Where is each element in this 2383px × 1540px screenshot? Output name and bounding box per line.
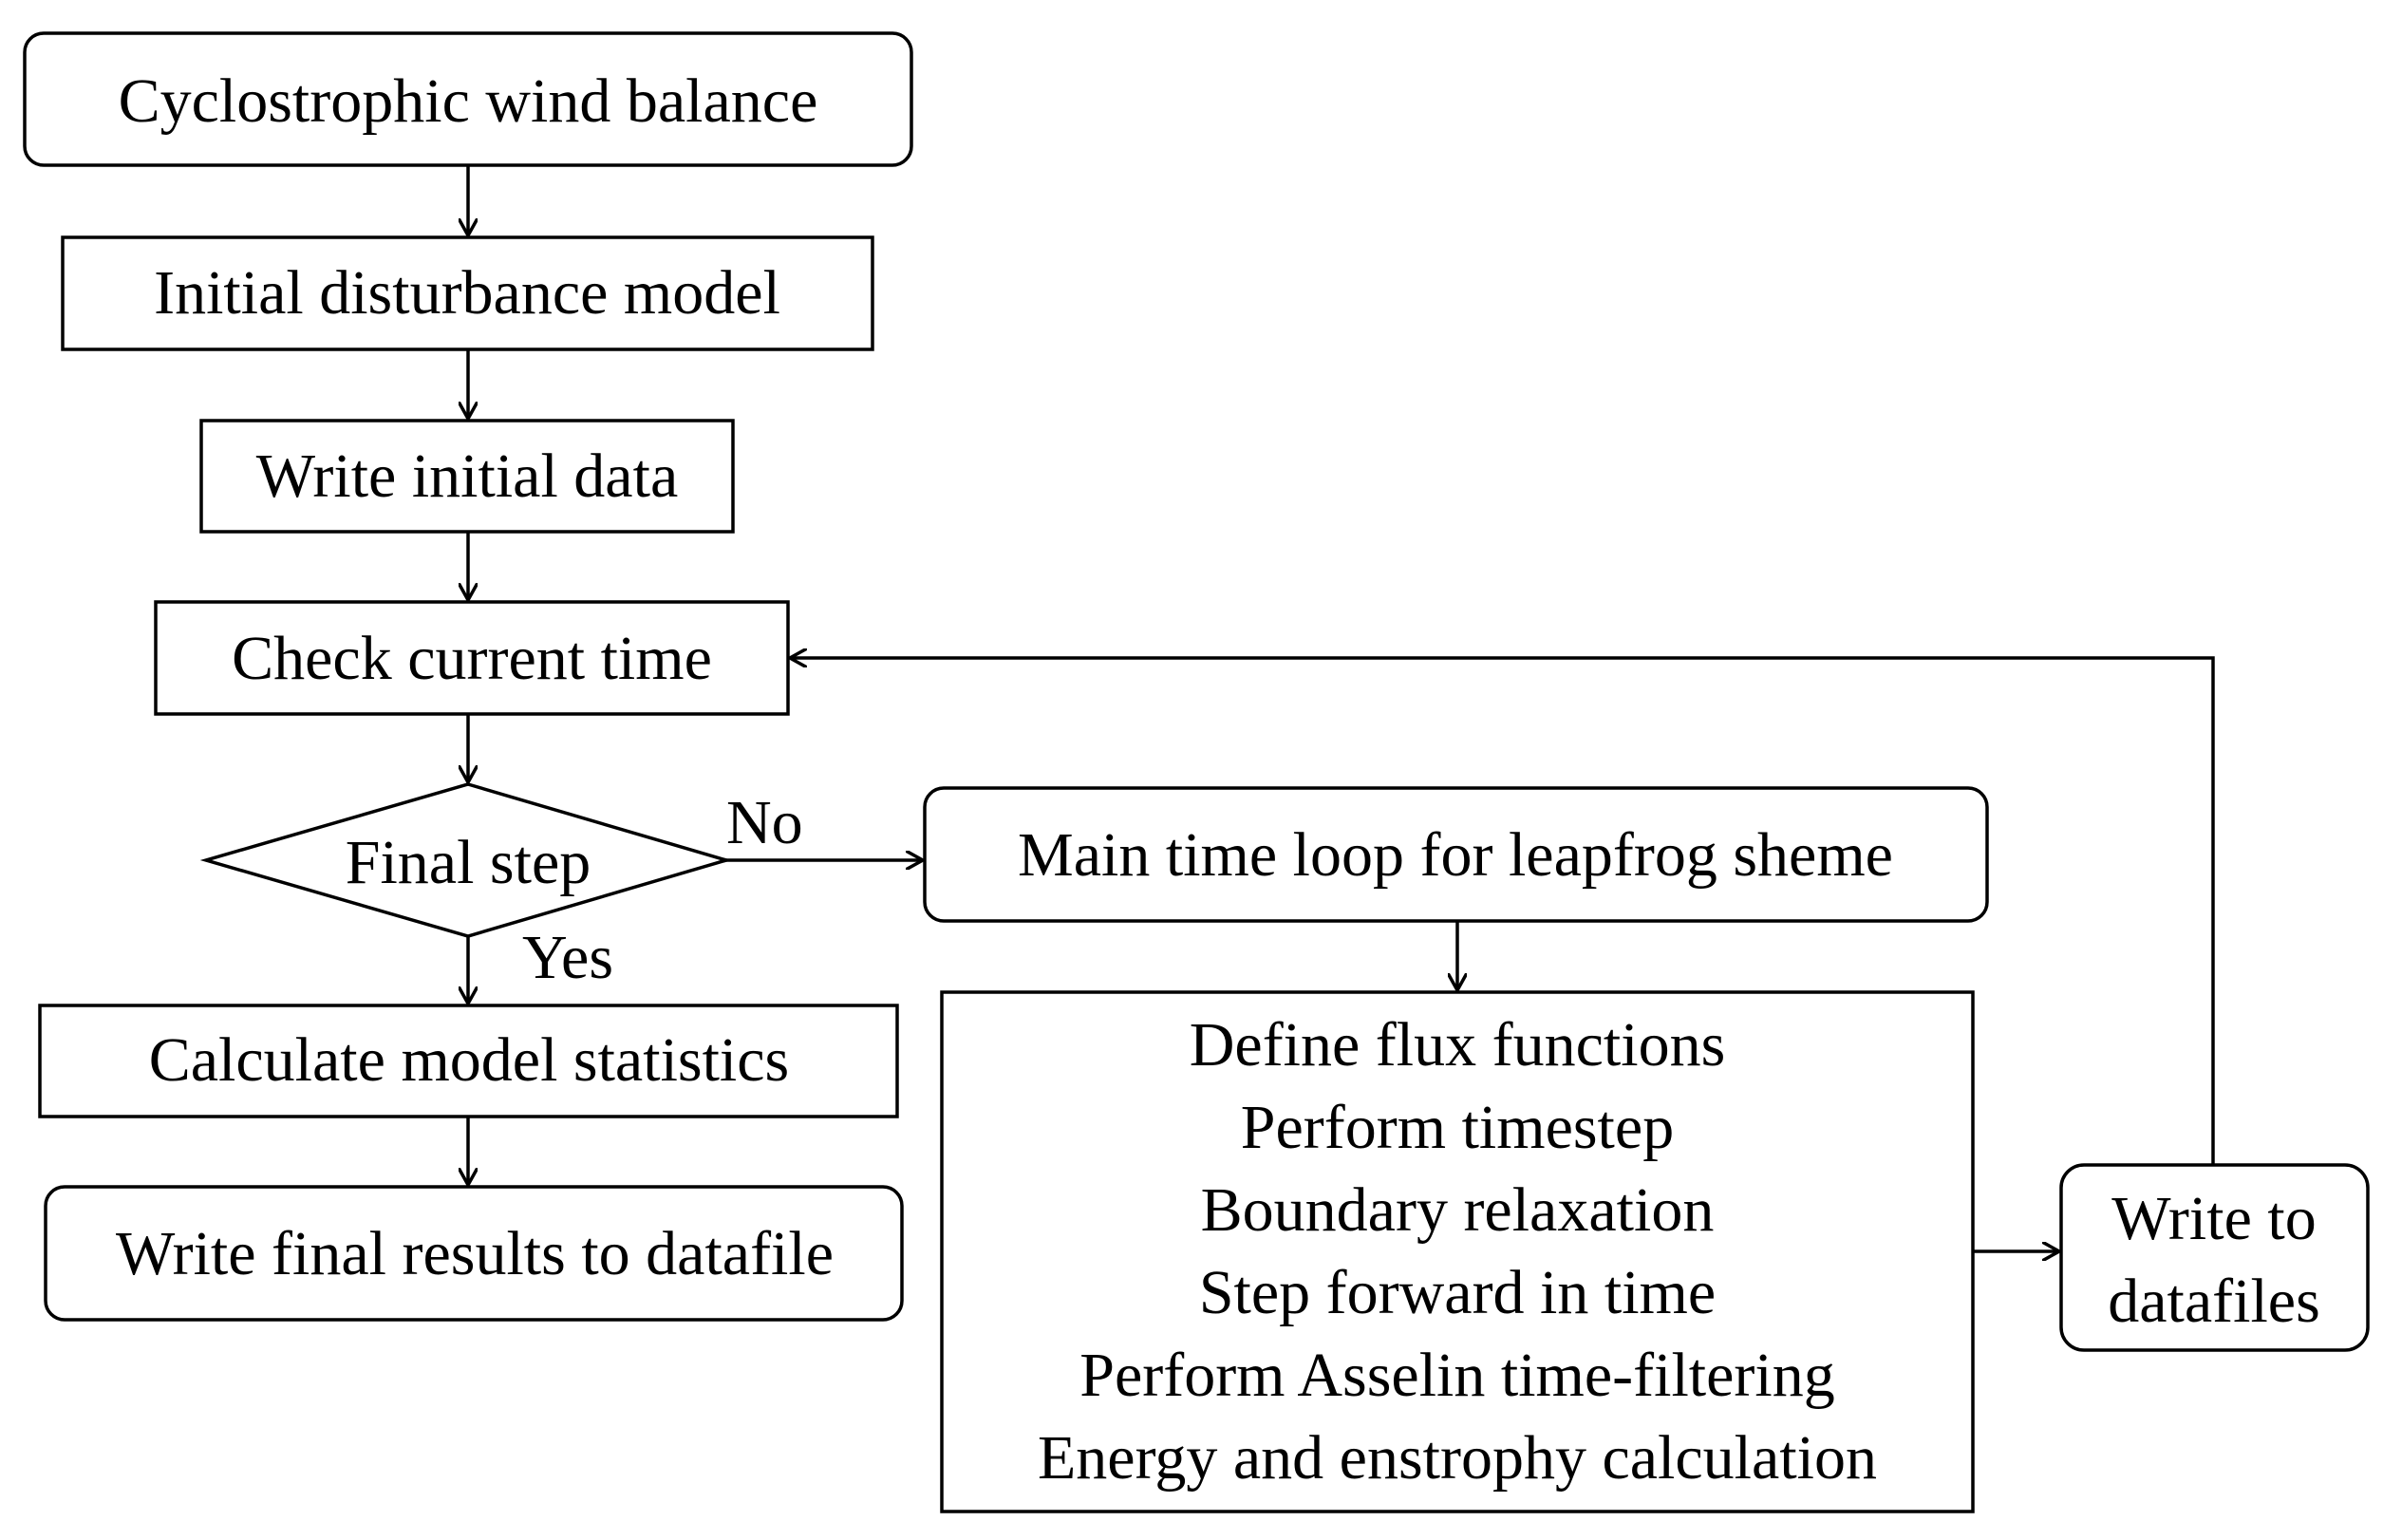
loop-step-line: Define flux functions [1190, 1010, 1726, 1080]
node-label: Initial disturbance model [154, 258, 780, 328]
node-label: Main time loop for leapfrog sheme [1018, 820, 1893, 890]
node-label: Final step [346, 828, 591, 897]
node-label-line: datafiles [2108, 1267, 2320, 1336]
loop-step-line: Boundary relaxation [1201, 1175, 1715, 1245]
node-loop-steps: Define flux functions Perform timestep B… [940, 990, 1975, 1513]
node-label-line: Write to [2111, 1184, 2316, 1253]
node-label: Write initial data [256, 441, 679, 511]
node-label: Write final results to datafile [116, 1219, 834, 1288]
node-label: Cyclostrophic wind balance [119, 66, 818, 136]
node-calculate-model-statistics: Calculate model statistics [38, 1004, 899, 1118]
edge-label-no: No [726, 788, 803, 857]
node-write-to-datafiles: Write to datafiles [2059, 1163, 2370, 1352]
loop-step-line: Step forward in time [1199, 1258, 1716, 1327]
edge-label-yes: Yes [522, 923, 613, 992]
edge-loop-back-arrow [790, 658, 2215, 1165]
node-label: Check current time [232, 624, 712, 693]
node-label: Calculate model statistics [149, 1025, 790, 1095]
loop-step-line: Perform timestep [1241, 1093, 1674, 1162]
loop-step-line: Energy and enstrophy calculation [1038, 1423, 1877, 1493]
node-write-initial-data: Write initial data [199, 419, 735, 534]
node-check-current-time: Check current time [154, 600, 790, 716]
node-cyclostrophic-wind-balance: Cyclostrophic wind balance [23, 31, 913, 167]
node-main-time-loop: Main time loop for leapfrog sheme [923, 786, 1989, 923]
node-write-final-results: Write final results to datafile [44, 1185, 904, 1322]
node-initial-disturbance-model: Initial disturbance model [61, 235, 874, 351]
node-final-step-decision: Final step [199, 782, 733, 938]
loop-step-line: Perform Asselin time-filtering [1079, 1341, 1835, 1410]
